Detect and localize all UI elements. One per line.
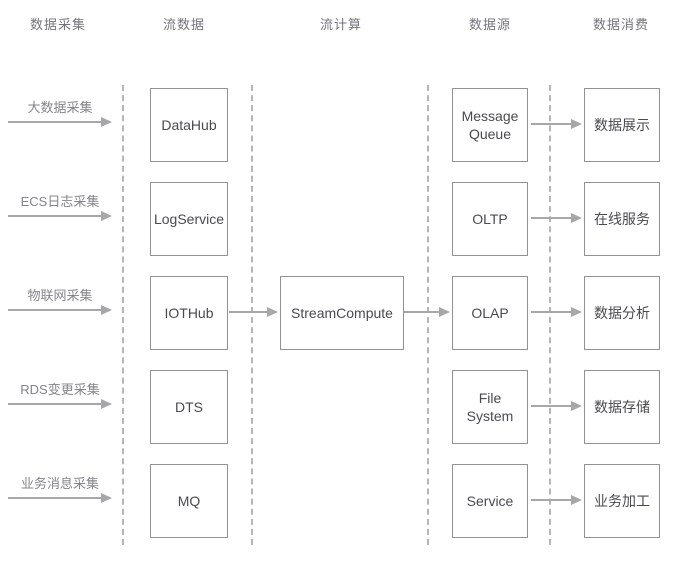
right-arrow-icon [8,398,112,410]
column-header-data-consume: 数据消费 [592,17,650,32]
node-message-queue: Message Queue [452,88,528,162]
column-header-stream-data: 流数据 [162,17,206,32]
right-arrow-icon [531,212,582,224]
node-data-analysis: 数据分析 [584,276,660,350]
right-arrow-icon [8,210,112,222]
node-data-storage: 数据存储 [584,370,660,444]
node-dts: DTS [150,370,228,444]
collection-flow-label: 物联网采集 [27,288,93,303]
collection-flow-ecs-log: ECS日志采集 [8,191,112,226]
right-arrow-icon [8,304,112,316]
column-header-stream-compute: 流计算 [319,17,363,32]
dashed-divider [549,85,551,545]
right-arrow-icon [8,492,112,504]
node-file-system: File System [452,370,528,444]
dashed-divider [122,85,124,545]
collection-flow-label: 业务消息采集 [20,476,99,491]
node-iothub: IOTHub [150,276,228,350]
right-arrow-icon [531,494,582,506]
right-arrow-icon [404,306,450,318]
node-service: Service [452,464,528,538]
collection-flow-business-msg: 业务消息采集 [8,473,112,508]
node-online-service: 在线服务 [584,182,660,256]
node-olap: OLAP [452,276,528,350]
dashed-divider [427,85,429,545]
collection-flow-label: ECS日志采集 [20,194,100,209]
dashed-divider [251,85,253,545]
node-streamcompute: StreamCompute [280,276,404,350]
right-arrow-icon [531,400,582,412]
collection-flow-label: RDS变更采集 [20,382,100,397]
collection-flow-bigdata: 大数据采集 [8,97,112,132]
node-data-processing: 业务加工 [584,464,660,538]
node-datahub: DataHub [150,88,228,162]
right-arrow-icon [229,306,278,318]
right-arrow-icon [8,116,112,128]
column-header-data-collection: 数据采集 [29,17,87,32]
node-data-display: 数据展示 [584,88,660,162]
node-oltp: OLTP [452,182,528,256]
collection-flow-iot: 物联网采集 [8,285,112,320]
column-header-data-source: 数据源 [468,17,512,32]
right-arrow-icon [531,306,582,318]
right-arrow-icon [531,118,582,130]
collection-flow-label: 大数据采集 [27,100,93,115]
collection-flow-rds: RDS变更采集 [8,379,112,414]
node-logservice: LogService [150,182,228,256]
node-mq: MQ [150,464,228,538]
